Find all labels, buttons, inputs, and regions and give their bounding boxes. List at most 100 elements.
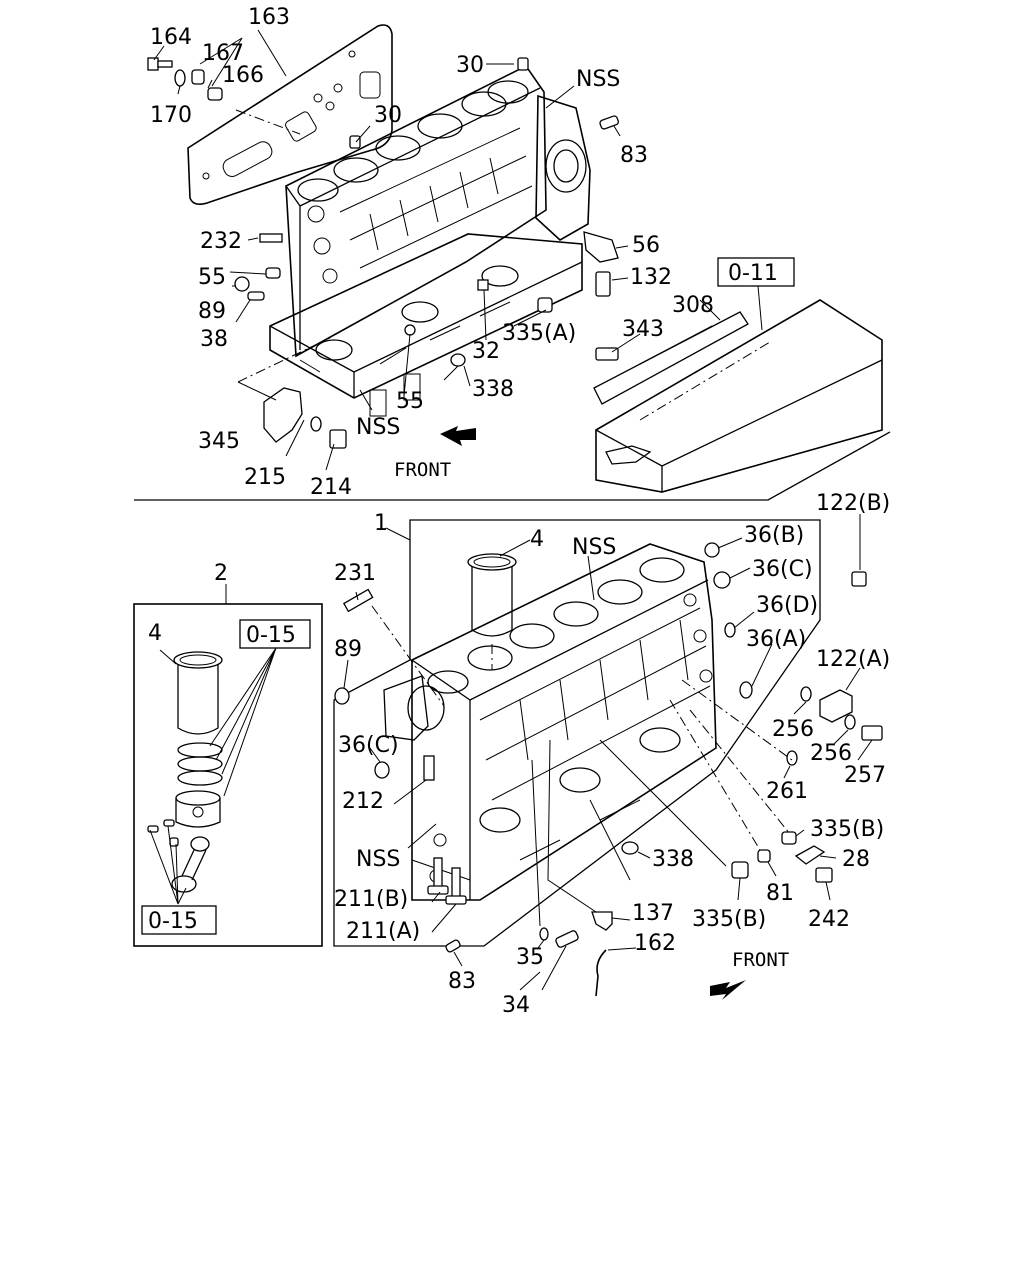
nut-122b xyxy=(851,571,867,587)
plug-55a xyxy=(265,267,281,279)
callout-nss-lower: NSS xyxy=(356,847,400,872)
callout-163: 163 xyxy=(248,5,290,30)
callout-4-block: 4 xyxy=(530,527,544,552)
callout-170: 170 xyxy=(150,103,192,128)
bolt-211b xyxy=(427,857,449,895)
callout-nss-bottom: NSS xyxy=(356,415,400,440)
nozzle-137 xyxy=(591,911,613,931)
bracket-345 xyxy=(263,387,303,443)
bolt-164 xyxy=(147,57,173,71)
pipe-212 xyxy=(423,755,435,781)
callout-335b-upper: 335(B) xyxy=(810,817,884,842)
callout-30-top: 30 xyxy=(456,53,484,78)
cylinder-liner xyxy=(467,553,517,670)
callout-122b: 122(B) xyxy=(816,491,890,516)
plug-89-bottom xyxy=(334,687,350,705)
lower-cylinder-block xyxy=(383,543,717,901)
callout-338-top: 338 xyxy=(472,377,514,402)
plug-36c-left xyxy=(374,761,390,779)
pin-38 xyxy=(247,291,265,301)
fitting-34 xyxy=(555,930,579,948)
callout-166: 166 xyxy=(222,63,264,88)
kit-number: 2 xyxy=(214,561,228,586)
callouts-bottom: 1 4 NSS 36(B) 36(C) 36(D) 36(A) 122(B) 1… xyxy=(334,491,890,1018)
kit-ref-box-top: 0-15 xyxy=(246,623,296,648)
top-section: 0-11 164 163 167 166 xyxy=(147,5,883,500)
callout-343: 343 xyxy=(622,317,664,342)
upper-cylinder-block xyxy=(269,64,591,417)
plug-338-top xyxy=(450,353,466,367)
plug-36a xyxy=(739,681,753,699)
callout-345: 345 xyxy=(198,429,240,454)
callout-231: 231 xyxy=(334,561,376,586)
washer-261 xyxy=(786,750,798,766)
callout-83-bottom: 83 xyxy=(448,969,476,994)
bolt-211a xyxy=(445,867,467,905)
callout-256-a: 256 xyxy=(772,717,814,742)
gasket-hole xyxy=(202,172,210,180)
cover-28 xyxy=(794,845,826,865)
callout-164: 164 xyxy=(150,25,192,50)
part-32 xyxy=(477,279,489,291)
kit-piston-rings xyxy=(177,742,223,786)
pipe-162 xyxy=(595,949,607,997)
callout-38: 38 xyxy=(200,327,228,352)
pin-83-bottom xyxy=(445,939,461,953)
kit-ref-box-bottom: 0-15 xyxy=(148,909,198,934)
callout-338-bottom: 338 xyxy=(652,847,694,872)
plug-338-bottom xyxy=(621,841,639,855)
callout-89-top: 89 xyxy=(198,299,226,324)
callout-55-bottom: 55 xyxy=(396,389,424,414)
callouts-top: 164 163 167 166 170 30 30 NSS 83 232 55 … xyxy=(150,5,714,500)
front-arrow-bottom xyxy=(710,980,746,1000)
callout-nss-block: NSS xyxy=(572,535,616,560)
callout-30-mid: 30 xyxy=(374,103,402,128)
gasket-hole xyxy=(348,50,356,58)
plug-335b-lower xyxy=(731,861,749,879)
plug-36c-right xyxy=(713,571,731,589)
callout-242: 242 xyxy=(808,907,850,932)
bolt-257 xyxy=(861,725,883,741)
callout-256-b: 256 xyxy=(810,741,852,766)
callout-36d: 36(D) xyxy=(756,593,818,618)
callout-35: 35 xyxy=(516,945,544,970)
rear-gasket-163 xyxy=(187,24,393,206)
stud-231 xyxy=(342,588,374,613)
plug-36b xyxy=(704,542,720,558)
callout-261: 261 xyxy=(766,779,808,804)
callout-215: 215 xyxy=(244,465,286,490)
washer-35 xyxy=(539,927,549,941)
gasket-window-c xyxy=(222,141,273,177)
washer-215 xyxy=(310,416,322,432)
plug-36d xyxy=(724,622,736,638)
callout-212: 212 xyxy=(342,789,384,814)
plug-81 xyxy=(757,849,771,863)
cover-122a xyxy=(819,689,853,723)
callout-308: 308 xyxy=(672,293,714,318)
gasket-window-b xyxy=(359,71,381,99)
ref-box-0-11: 0-11 xyxy=(717,257,795,331)
assembly-outline xyxy=(333,519,821,947)
callout-132: 132 xyxy=(630,265,672,290)
callout-56: 56 xyxy=(632,233,660,258)
gasket-hole xyxy=(325,101,335,111)
kit-connecting-rod xyxy=(147,819,210,893)
ref-box-0-11-label: 0-11 xyxy=(728,261,778,286)
callout-32: 32 xyxy=(472,339,500,364)
gasket-hole xyxy=(333,83,343,93)
plug-89 xyxy=(234,276,250,292)
plug-167 xyxy=(191,69,205,85)
callout-81: 81 xyxy=(766,881,794,906)
callout-335a: 335(A) xyxy=(502,321,576,346)
callout-214: 214 xyxy=(310,475,352,500)
leader-lines-top xyxy=(153,45,721,411)
oil-pan xyxy=(595,299,883,493)
bolt-242 xyxy=(815,867,833,883)
stud-232 xyxy=(259,233,283,243)
plug-166 xyxy=(207,87,223,101)
callout-335b-lower: 335(B) xyxy=(692,907,766,932)
callout-167: 167 xyxy=(202,41,244,66)
kit-liner-callout: 4 xyxy=(148,621,162,646)
callout-36b: 36(B) xyxy=(744,523,804,548)
